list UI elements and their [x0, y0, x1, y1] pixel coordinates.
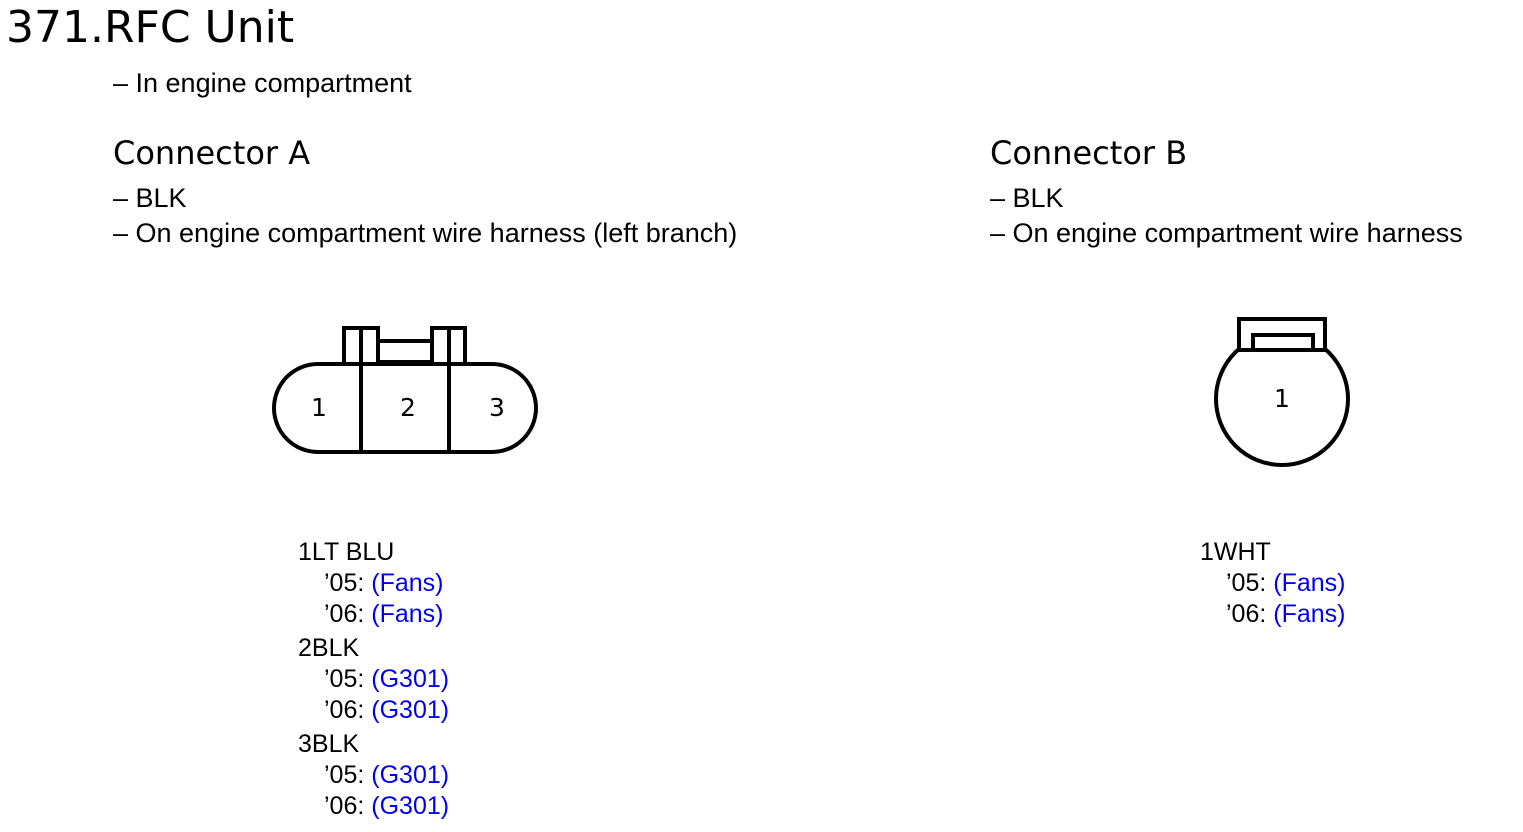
pin-year-row: ’05: (G301): [298, 760, 449, 791]
circuit-link[interactable]: (Fans): [371, 569, 444, 597]
connector-a-diagram: 1 2 3: [272, 326, 538, 454]
wire-color: BLK: [311, 730, 360, 758]
unit-location: – In engine compartment: [113, 68, 412, 98]
connector-b-location: – On engine compartment wire harness: [990, 218, 1463, 248]
page-number: 371.: [6, 2, 104, 53]
pin-year-row: ’05: (Fans): [298, 568, 449, 599]
pin-year-row: ’05: (G301): [298, 664, 449, 695]
circuit-link[interactable]: (Fans): [371, 600, 444, 628]
connector-b-pin-list: 1WHT ’05: (Fans) ’06: (Fans): [1200, 534, 1346, 630]
ground-link[interactable]: (G301): [371, 696, 450, 724]
pin-entry-a1: 1LT BLU: [298, 537, 449, 568]
pin-entry-a3: 3BLK: [298, 729, 449, 760]
page-title-text: RFC Unit: [103, 2, 295, 53]
ground-link[interactable]: (G301): [371, 665, 450, 693]
connector-b-lock-inner: [1251, 333, 1315, 352]
pin-number: 1: [298, 538, 312, 566]
model-year: ’05:: [1226, 569, 1267, 597]
connector-a-heading: Connector A: [113, 134, 311, 172]
model-year: ’06:: [324, 600, 365, 628]
model-year: ’05:: [324, 665, 365, 693]
wire-color: LT BLU: [311, 538, 395, 566]
connector-a-body: [272, 362, 538, 454]
pin-entry-a2: 2BLK: [298, 633, 449, 664]
connector-a-color: – BLK: [113, 183, 187, 213]
connector-a-location: – On engine compartment wire harness (le…: [113, 218, 738, 248]
connector-b-heading: Connector B: [990, 134, 1188, 172]
connector-b-color: – BLK: [990, 183, 1064, 213]
circuit-link[interactable]: (Fans): [1273, 569, 1346, 597]
model-year: ’05:: [324, 761, 365, 789]
pin-year-row: ’06: (Fans): [298, 599, 449, 630]
model-year: ’06:: [1226, 600, 1267, 628]
pin-entry-b1: 1WHT: [1200, 537, 1346, 568]
model-year: ’06:: [324, 696, 365, 724]
pin-year-row: ’06: (Fans): [1200, 599, 1346, 630]
ground-link[interactable]: (G301): [371, 761, 450, 789]
ground-link[interactable]: (G301): [371, 792, 450, 820]
pin-number: 1: [1200, 538, 1214, 566]
wire-color: WHT: [1213, 538, 1271, 566]
connector-a-pin-1-label: 1: [311, 393, 327, 422]
wire-color: BLK: [311, 634, 360, 662]
connector-b-diagram: 1: [1214, 317, 1350, 467]
page-title: 371.RFC Unit: [6, 0, 294, 56]
connector-a-pin-list: 1LT BLU ’05: (Fans) ’06: (Fans) 2BLK ’05…: [298, 534, 449, 822]
connector-a-pin-3-label: 3: [489, 393, 505, 422]
pin-year-row: ’06: (G301): [298, 695, 449, 726]
circuit-link[interactable]: (Fans): [1273, 600, 1346, 628]
model-year: ’06:: [324, 792, 365, 820]
connector-a-pin-2-label: 2: [400, 393, 416, 422]
model-year: ’05:: [324, 569, 365, 597]
pin-year-row: ’06: (G301): [298, 791, 449, 822]
pin-number: 3: [298, 730, 312, 758]
pin-number: 2: [298, 634, 312, 662]
pin-year-row: ’05: (Fans): [1200, 568, 1346, 599]
connector-b-pin-1-label: 1: [1274, 384, 1290, 413]
